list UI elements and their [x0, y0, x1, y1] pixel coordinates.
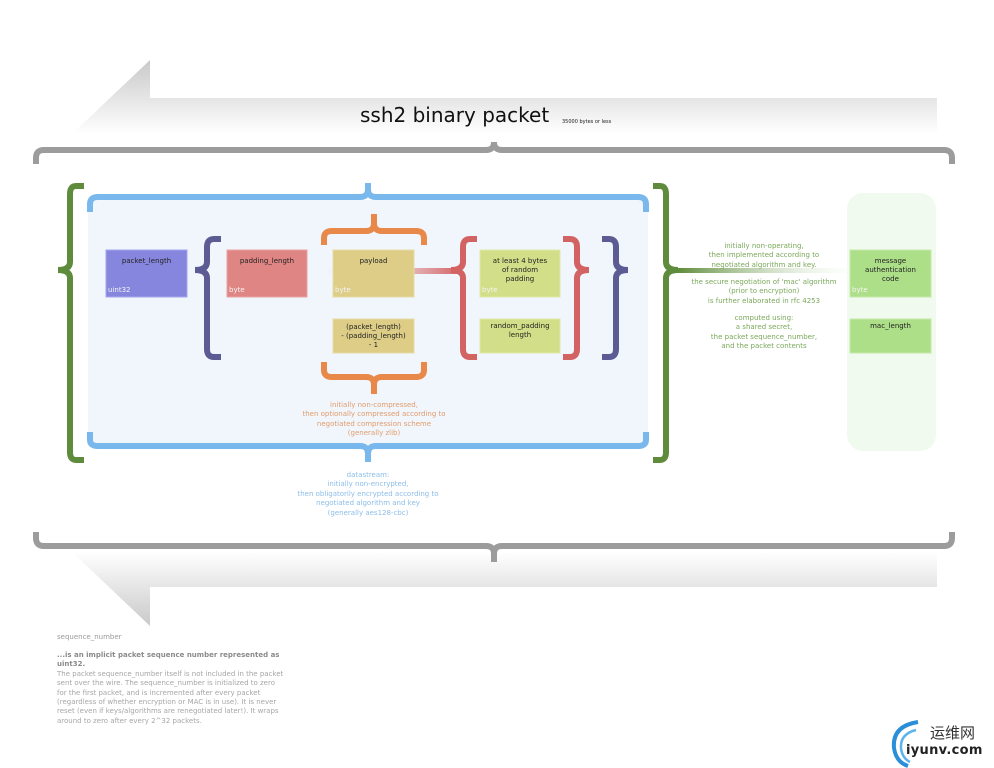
red-right-brace — [563, 236, 590, 360]
padding-length-box — [226, 249, 308, 298]
watermark-en: iyunv.com — [906, 743, 983, 758]
payload-length-label: (packet_length) - (padding_length) - 1 — [341, 323, 406, 349]
sequence-number-description: ...is an implicit packet sequence number… — [57, 651, 297, 726]
mac-computed-note: computed using: a shared secret, the pac… — [710, 314, 818, 351]
outer-top-brace — [33, 141, 955, 164]
random-padding-length-box — [479, 318, 561, 354]
mac-box — [849, 249, 932, 298]
outer-bottom-brace — [33, 532, 955, 562]
payload-box — [332, 249, 415, 298]
mac-type: byte — [852, 286, 868, 294]
mac-length-box — [849, 318, 932, 354]
logo-swoosh-icon — [891, 720, 919, 768]
payload-length-box — [332, 318, 415, 354]
packet-length-type: uint32 — [108, 286, 131, 294]
purple-right-brace — [602, 236, 629, 360]
padding-length-label: padding_length — [239, 257, 295, 265]
mac-connector-line — [678, 268, 848, 273]
random-padding-length-label: random_padding length — [490, 322, 550, 339]
blue-bottom-brace — [87, 432, 649, 462]
random-padding-type: byte — [482, 286, 498, 294]
orange-top-brace — [321, 214, 427, 245]
purple-left-brace — [194, 236, 221, 360]
green-left-brace — [57, 183, 84, 463]
green-right-brace — [653, 183, 679, 463]
payload-type: byte — [335, 286, 351, 294]
mac-operating-note: initially non-operating, then implemente… — [708, 242, 820, 269]
watermark-cn: 运维网 — [930, 724, 976, 742]
diagram-title: ssh2 binary packet — [360, 103, 550, 127]
watermark-logo: 运维网 iyunv.com — [888, 718, 994, 768]
sequence-number-lead: ...is an implicit packet sequence number… — [57, 651, 280, 669]
bottom-arrow-shape — [72, 552, 937, 626]
compression-note: initially non-compressed, then optionall… — [302, 401, 446, 438]
packet-length-box — [105, 249, 188, 298]
mac-length-label: mac_length — [870, 322, 911, 330]
random-padding-label: at least 4 bytes of random padding — [492, 257, 548, 283]
random-padding-box — [479, 249, 561, 298]
mac-negotiation-note: the secure negotiation of 'mac' algorith… — [691, 278, 837, 305]
orange-bottom-brace — [321, 362, 427, 394]
packet-length-label: packet_length — [121, 257, 172, 265]
payload-label: payload — [359, 257, 388, 265]
top-arrow-shape — [72, 60, 937, 134]
padding-length-type: byte — [229, 286, 245, 294]
blue-top-brace — [87, 183, 649, 212]
encryption-note: datastream: initially non-encrypted, the… — [297, 471, 439, 517]
title-size-note: 35000 bytes or less — [562, 119, 612, 125]
red-left-brace — [450, 236, 477, 360]
mac-label: message authentication code — [865, 257, 916, 283]
sequence-number-title: sequence_number — [57, 633, 122, 641]
sequence-number-body: The packet sequence_number itself is not… — [57, 669, 284, 725]
